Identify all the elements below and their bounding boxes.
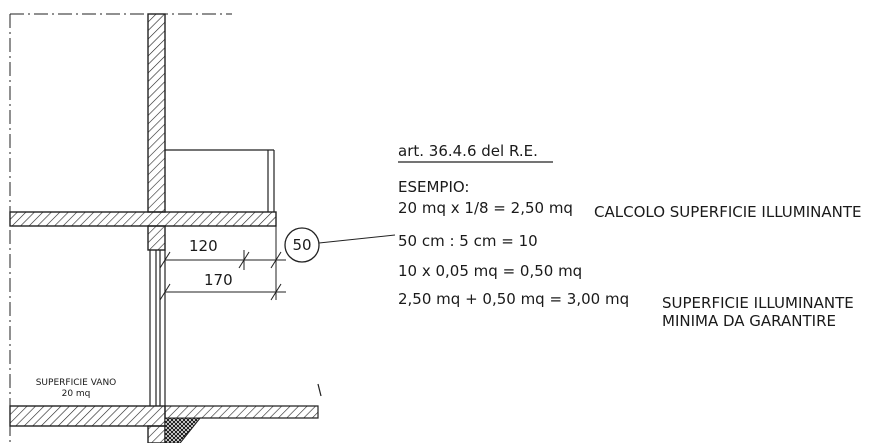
room-area: 20 mq: [62, 389, 91, 399]
calc-line-1: 20 mq x 1/8 = 2,50 mq: [398, 199, 573, 217]
dimension-170: 170: [204, 271, 233, 289]
room-label: SUPERFICIE VANO: [36, 378, 117, 388]
axis-lines: [9, 13, 232, 443]
example-title: ESEMPIO:: [398, 178, 469, 196]
callout-number: 50: [292, 236, 311, 254]
window-frame: [149, 250, 166, 406]
calc-line-1-label: CALCOLO SUPERFICIE ILLUMINANTE: [594, 203, 862, 221]
balcony-parapet: [165, 149, 275, 212]
callout: [284, 227, 396, 263]
calc-line-4-label-1: SUPERFICIE ILLUMINANTE: [662, 294, 854, 312]
reference-heading: art. 36.4.6 del R.E.: [398, 142, 538, 160]
calc-line-3: 10 x 0,05 mq = 0,50 mq: [398, 262, 582, 280]
calc-line-2: 50 cm : 5 cm = 10: [398, 232, 538, 250]
terrace-ground: [164, 383, 322, 443]
dimension-lines: [159, 226, 286, 301]
wall-vertical-upper: [147, 13, 166, 213]
dimension-120: 120: [189, 237, 218, 255]
lower-floor-slab: [9, 405, 166, 443]
wall-lintel: [147, 225, 166, 251]
calc-line-4: 2,50 mq + 0,50 mq = 3,00 mq: [398, 290, 629, 308]
calc-line-4-label-2: MINIMA DA GARANTIRE: [662, 312, 836, 330]
floor-slab: [9, 211, 277, 227]
